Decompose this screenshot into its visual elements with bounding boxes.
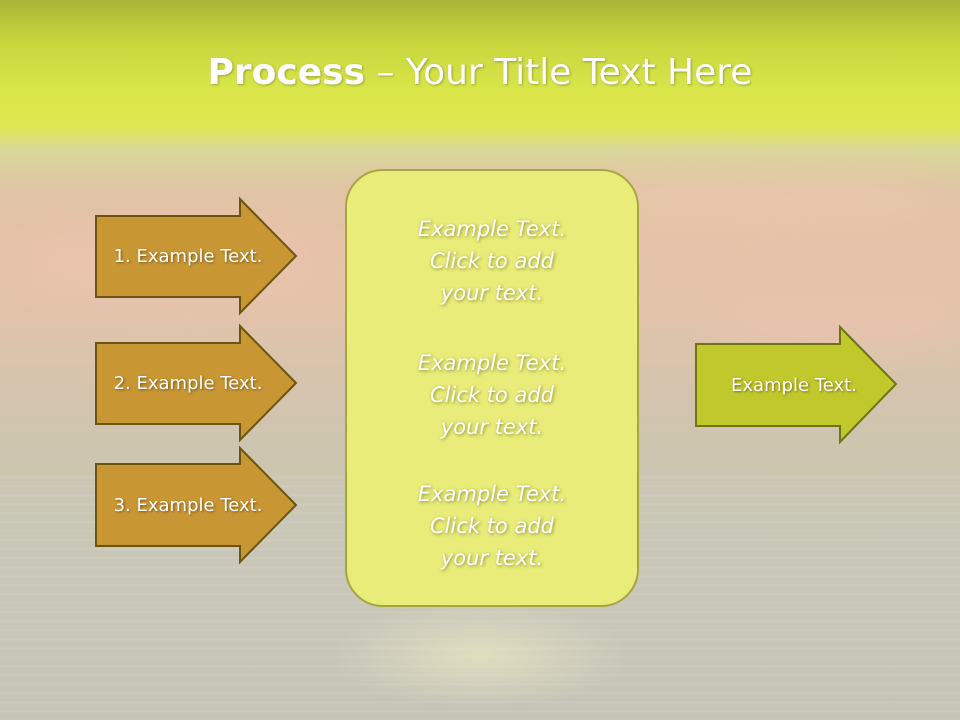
- output-arrow[interactable]: [695, 324, 898, 445]
- center-text-line: Example Text.: [417, 482, 567, 506]
- cloud-decoration: [600, 170, 940, 230]
- center-text-line: Example Text.: [417, 351, 567, 375]
- output-arrow-label: Example Text.: [731, 374, 857, 396]
- input-arrow-1[interactable]: [95, 196, 298, 316]
- center-text-line: Click to add: [429, 514, 554, 538]
- input-arrow-3-label: 3. Example Text.: [113, 494, 263, 516]
- title-rest-text: – Your Title Text Here: [365, 52, 753, 93]
- center-text-line: Click to add: [429, 383, 554, 407]
- center-text-line: Click to add: [429, 249, 554, 273]
- input-arrow-2-label: 2. Example Text.: [113, 373, 263, 394]
- center-text-line: your text.: [440, 281, 544, 305]
- center-text-line: your text.: [440, 546, 544, 570]
- center-text-line: Example Text.: [417, 217, 567, 241]
- center-text-block-1[interactable]: Example Text. Click to add your text.: [345, 213, 639, 309]
- center-process-box[interactable]: [345, 169, 639, 607]
- title-bold-text: Process: [207, 52, 366, 93]
- center-text-block-3[interactable]: Example Text. Click to add your text.: [345, 478, 639, 574]
- center-text-block-2[interactable]: Example Text. Click to add your text.: [345, 347, 639, 443]
- input-arrow-1-label: 1. Example Text.: [113, 246, 263, 267]
- input-arrow-2[interactable]: [95, 323, 298, 443]
- slide-title[interactable]: Process – Your Title Text Here: [0, 52, 960, 93]
- center-text-line: your text.: [440, 415, 544, 439]
- input-arrow-3[interactable]: [95, 445, 298, 565]
- sun-reflection: [330, 600, 630, 710]
